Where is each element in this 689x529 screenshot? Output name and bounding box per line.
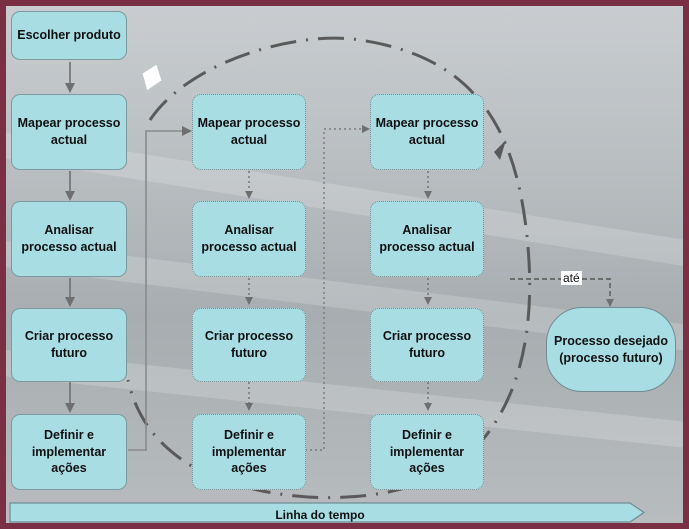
col2-create-label: Criar processo futuro	[204, 329, 294, 360]
target-label: Processo desejado (processo futuro)	[554, 333, 668, 365]
diamond-shape	[142, 64, 162, 91]
col1-create-label: Criar processo futuro	[24, 329, 114, 360]
col1-define-label: Definir e implementar ações	[31, 427, 107, 476]
col3-define-label: Definir e implementar ações	[389, 427, 465, 476]
connector-label: até	[561, 271, 582, 285]
timeline-arrow	[9, 502, 646, 523]
timeline-label: Linha do tempo	[275, 508, 365, 522]
connector-to-target	[510, 278, 614, 307]
col2-define-label: Definir e implementar ações	[211, 427, 287, 476]
col2-map-box: Mapear processo actual	[192, 94, 306, 170]
target-oval: Processo desejado (processo futuro)	[546, 307, 676, 392]
col3-analyze-label: Analisar processo actual	[379, 223, 475, 254]
start-box: Escolher produto	[11, 11, 127, 60]
col1-map-label: Mapear processo actual	[17, 116, 121, 147]
col3-analyze-box: Analisar processo actual	[370, 201, 484, 277]
start-label: Escolher produto	[17, 28, 121, 43]
connector-col2-col3	[305, 125, 370, 451]
col2-define-box: Definir e implementar ações	[192, 414, 306, 490]
col1-create-box: Criar processo futuro	[11, 308, 127, 382]
col2-analyze-label: Analisar processo actual	[201, 223, 297, 254]
col2-map-label: Mapear processo actual	[197, 116, 301, 147]
col1-analyze-box: Analisar processo actual	[11, 201, 127, 277]
col3-create-label: Criar processo futuro	[382, 329, 472, 360]
col3-create-box: Criar processo futuro	[370, 308, 484, 382]
connector-col1-col2	[128, 126, 192, 451]
col2-analyze-box: Analisar processo actual	[192, 201, 306, 277]
col3-map-label: Mapear processo actual	[375, 116, 479, 147]
col3-map-box: Mapear processo actual	[370, 94, 484, 170]
col1-analyze-label: Analisar processo actual	[21, 223, 117, 254]
col1-define-box: Definir e implementar ações	[11, 414, 127, 490]
col2-create-box: Criar processo futuro	[192, 308, 306, 382]
cycle-arrow-head	[494, 140, 506, 160]
col1-map-box: Mapear processo actual	[11, 94, 127, 170]
col3-define-box: Definir e implementar ações	[370, 414, 484, 490]
